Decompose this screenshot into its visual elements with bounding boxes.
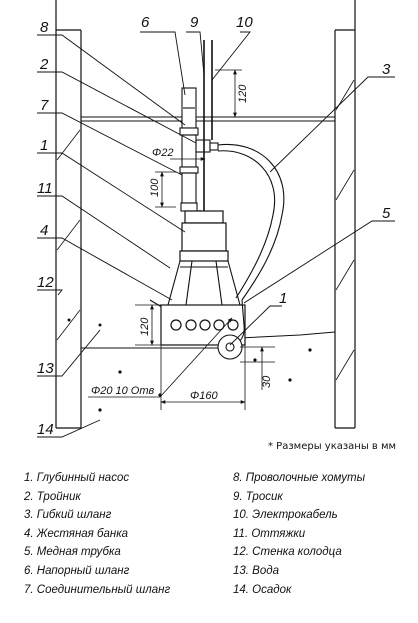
legend-item: 3. Гибкий шланг bbox=[24, 509, 112, 522]
callout-11: 11 bbox=[37, 180, 53, 197]
callout-10: 10 bbox=[236, 14, 253, 31]
units-note: * Размеры указаны в мм bbox=[268, 441, 397, 452]
wall-dot bbox=[67, 318, 71, 322]
pressure-hose bbox=[179, 87, 199, 212]
dim-120-top: 120 bbox=[237, 84, 249, 103]
legend-right: 8. Проволочные хомуты 9. Тросик 10. Элек… bbox=[233, 469, 365, 599]
legend-item: 10. Электрокабель bbox=[233, 509, 338, 522]
callout-5: 5 bbox=[382, 205, 391, 222]
legend-left: 1. Глубинный насос 2. Тройник 3. Гибкий … bbox=[24, 469, 170, 599]
callout-6: 6 bbox=[141, 14, 150, 31]
callout-9: 9 bbox=[190, 14, 199, 31]
dim-120-can: 120 bbox=[139, 317, 151, 336]
water-dot bbox=[98, 323, 102, 327]
legend-item: 8. Проволочные хомуты bbox=[233, 472, 366, 484]
legend-item: 5. Медная трубка bbox=[24, 546, 121, 559]
callout-1: 1 bbox=[40, 137, 48, 154]
dim-100: 100 bbox=[149, 178, 161, 197]
legend-item: 12. Стенка колодца bbox=[233, 546, 342, 559]
callout-1-copper: 1 bbox=[279, 290, 287, 307]
flexible-hose bbox=[217, 143, 285, 301]
copper-tube bbox=[217, 299, 245, 360]
legend-item: 14. Осадок bbox=[233, 583, 292, 596]
legend-item: 13. Вода bbox=[233, 564, 279, 577]
callout-3: 3 bbox=[382, 61, 391, 78]
callout-14: 14 bbox=[37, 421, 54, 438]
callout-8: 8 bbox=[40, 19, 49, 36]
legend-item: 1. Глубинный насос bbox=[24, 472, 130, 484]
pump-stand bbox=[149, 260, 241, 313]
callout-7: 7 bbox=[40, 97, 49, 114]
pump-body bbox=[179, 210, 229, 262]
legend-item: 4. Жестяная банка bbox=[24, 527, 129, 540]
tee-fitting bbox=[195, 139, 219, 153]
well-pump-diagram: 8 6 9 10 2 3 7 1 11 5 4 12 1 13 14 120 Φ… bbox=[37, 0, 395, 438]
legend-item: 9. Тросик bbox=[233, 490, 283, 503]
legend-item: 11. Оттяжки bbox=[233, 527, 306, 540]
callout-2: 2 bbox=[39, 56, 49, 73]
legend-item: 2. Тройник bbox=[24, 490, 81, 503]
callout-12: 12 bbox=[37, 274, 54, 291]
leader-lines bbox=[37, 31, 395, 438]
dim-phi20-holes: Φ20 10 Отв bbox=[91, 385, 155, 397]
callout-13: 13 bbox=[37, 360, 54, 377]
legend-item: 6. Напорный шланг bbox=[24, 564, 130, 577]
dim-phi160: Φ160 bbox=[190, 390, 218, 402]
dimension-lines bbox=[88, 69, 275, 410]
dim-phi22: Φ22 bbox=[152, 147, 173, 159]
water-level bbox=[81, 116, 335, 122]
well-wall bbox=[55, 0, 356, 429]
legend-item: 7. Соединительный шланг bbox=[24, 583, 171, 596]
callout-4: 4 bbox=[40, 222, 48, 239]
dim-30: 30 bbox=[261, 375, 273, 388]
